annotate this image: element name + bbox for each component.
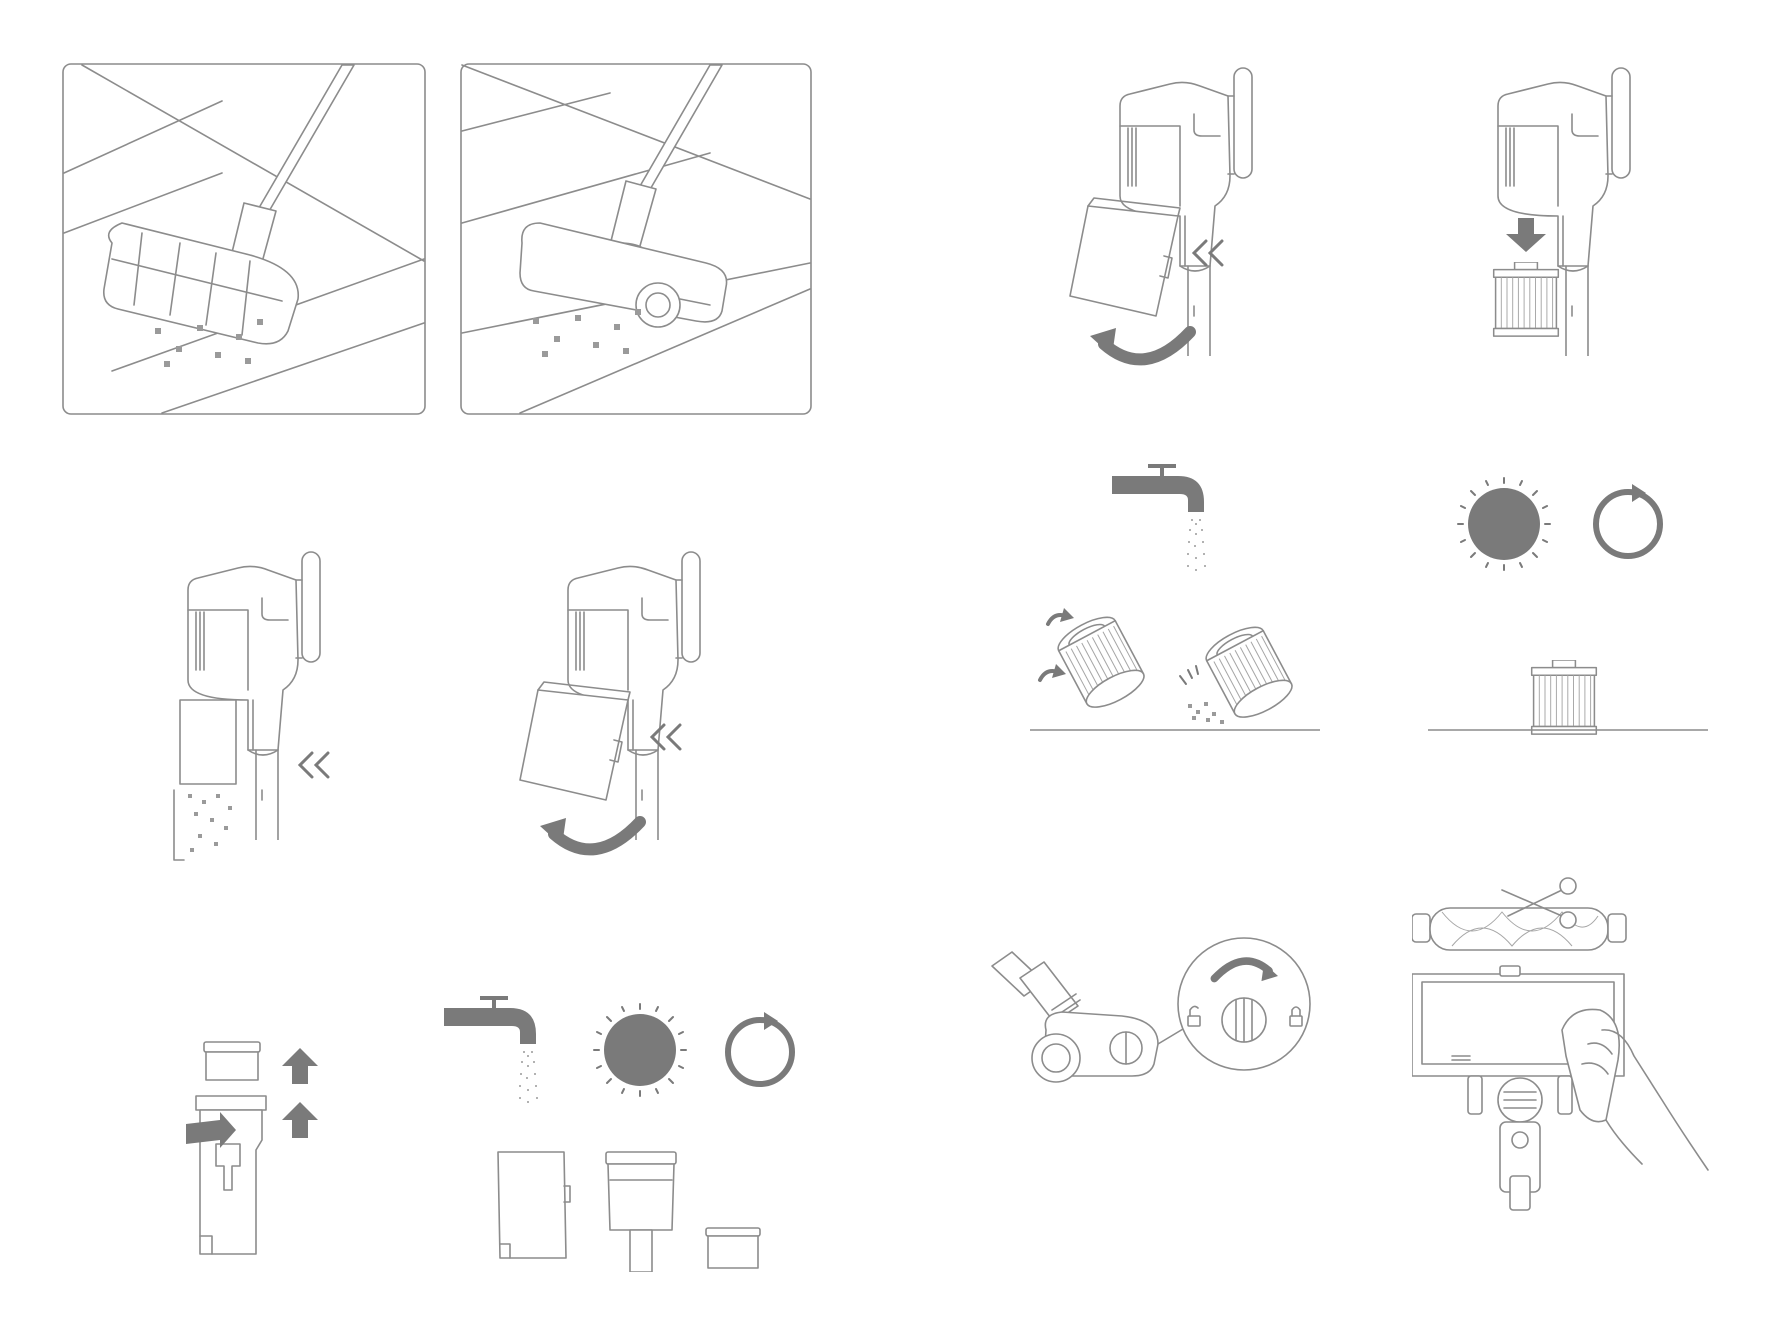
brush-lock-detail [1178,938,1310,1070]
arrow-up-icon [282,1048,318,1084]
figure-open-bin-cover [1064,66,1294,366]
sun-icon [1458,478,1550,570]
figure-wash-dry-bin-parts [444,996,804,1272]
figure-remove-dust-bin [510,550,750,870]
figure-disassemble-bin [180,1040,330,1270]
curved-arrow-icon [1090,328,1190,359]
figure-wash-tap-filter [1030,464,1320,734]
debris-icon [188,794,232,852]
figure-clean-roller-brush [1412,860,1722,1224]
chevron-left-icon [300,753,328,777]
faucet-icon [444,996,538,1103]
sun-icon [594,1004,686,1096]
figure-unlock-roller-brush [982,934,1312,1104]
faucet-icon [1112,464,1206,571]
arrow-down-icon [1506,218,1546,252]
figure-vacuum-hard-floor-brush [460,63,812,415]
filter-icon [1532,660,1597,734]
figure-empty-dust-bin [168,550,368,870]
debris-icon [1188,702,1224,724]
arrow-up-icon [282,1102,318,1138]
filter-icon [1494,262,1559,336]
refresh-icon [1596,484,1660,556]
filter-icon [1201,620,1297,724]
filter-icon [1053,610,1149,714]
refresh-icon [728,1012,792,1084]
curved-arrow-icon [540,818,640,849]
figure-vacuum-carpet-brush [62,63,426,415]
figure-dry-filter [1428,474,1708,738]
figure-remove-filter [1476,66,1706,366]
